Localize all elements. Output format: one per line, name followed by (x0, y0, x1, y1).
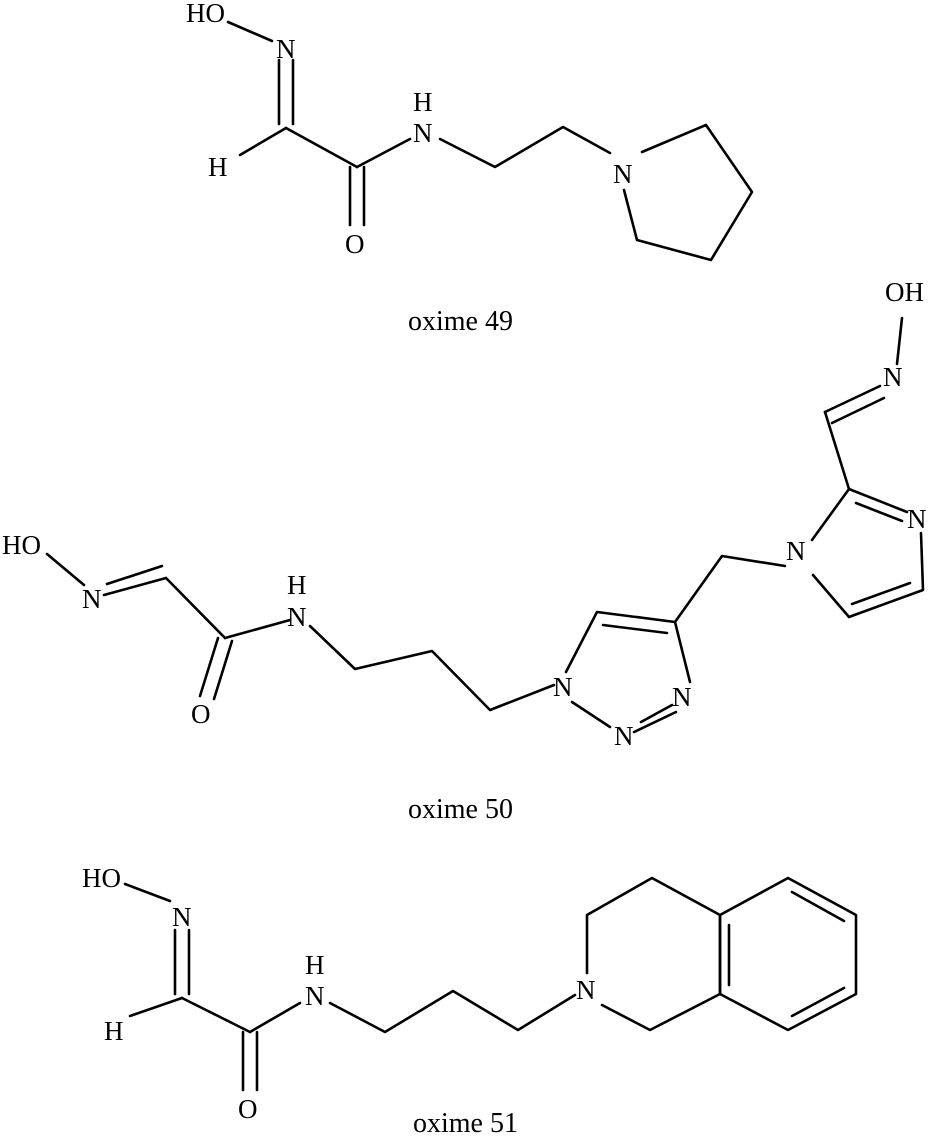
benzene-ring (718, 876, 858, 1032)
atom-n-oxime2: N (883, 362, 903, 392)
caption-oxime-51: oxime 51 (413, 1108, 518, 1137)
bond-o-n-oxime (226, 20, 274, 43)
bond-c-carbonyl (164, 576, 227, 640)
atom-o-carbonyl: O (238, 1094, 258, 1124)
atom-ho: HO (2, 530, 41, 560)
caption-oxime-50: oxime 50 (408, 794, 513, 825)
atom-n-amide: N (287, 602, 307, 632)
triazole-ring (564, 610, 692, 684)
bond-ch-n-oxime2-2 (830, 396, 886, 425)
structure-oxime-50: HO N H N O N N N N N OH N oxime 50 (2, 277, 927, 825)
bond-c-nh (248, 1001, 302, 1034)
saturated-ring (585, 876, 722, 1032)
atom-n2-triazole: N (614, 721, 634, 751)
bond-chain (328, 989, 577, 1034)
atom-ho: HO (186, 0, 225, 28)
atom-h-ch: H (104, 1016, 124, 1046)
atom-n-amide: N (305, 981, 325, 1011)
bond-c-nh (223, 618, 292, 640)
triazole-n1-n2 (570, 700, 612, 729)
atom-o-carbonyl: O (345, 229, 365, 259)
atom-h-ch: H (208, 152, 228, 182)
bond-c-carbonyl (180, 996, 252, 1034)
caption-oxime-49: oxime 49 (408, 306, 513, 337)
atom-n-oxime: N (276, 34, 296, 64)
imidazole-double-2 (850, 581, 912, 606)
benzene-double-3 (790, 986, 846, 1018)
triazole-n2-n3 (632, 710, 678, 734)
atom-n3-imidazole: N (907, 504, 927, 534)
atom-ho: HO (82, 863, 121, 893)
imidazole-ring (810, 487, 909, 542)
structure-oxime-49: HO N H H N O N oxime 49 (186, 0, 754, 337)
atom-n1-triazole: N (553, 672, 573, 702)
bond-o-n-oxime (123, 882, 172, 903)
bond-n-c-oxime-1 (102, 576, 168, 597)
bond-c-nh (355, 137, 412, 169)
bond-chain (308, 624, 556, 712)
imidazole-ring-2 (811, 531, 925, 619)
atom-n-ring: N (576, 975, 596, 1005)
imidazole-double-1 (854, 501, 904, 523)
bond-chain (438, 125, 612, 169)
bond-c-carbonyl (284, 126, 359, 169)
atom-n3-triazole: N (672, 682, 692, 712)
bond-n-c-oxime-2 (105, 564, 164, 586)
atom-n-amide: N (413, 118, 433, 148)
triazole-double-1 (601, 623, 669, 635)
bond-n-oh-oxime2 (895, 316, 904, 366)
bond-carbonyl-1 (198, 636, 220, 698)
atom-h-amide: H (287, 570, 307, 600)
atom-n-ring: N (613, 159, 633, 189)
bond-o-n-oxime (45, 552, 86, 587)
atom-h-amide: H (305, 950, 325, 980)
pyrrolidine-ring (622, 123, 754, 262)
bond-ch-h (128, 996, 184, 1018)
atom-n-oxime: N (172, 902, 192, 932)
bond-ring-ch (823, 410, 851, 491)
structure-oxime-51: HO N H H N O N oxime 51 (82, 863, 858, 1139)
atom-h-amide: H (413, 87, 433, 117)
atom-oh-oxime2: OH (885, 277, 924, 307)
atom-o-carbonyl: O (191, 699, 211, 729)
bond-ch-n-oxime2-1 (823, 384, 882, 414)
atom-n-oxime: N (82, 584, 102, 614)
bond-ch-h (238, 126, 288, 157)
bond-carbonyl-2 (212, 639, 234, 701)
atom-n1-imidazole: N (786, 536, 806, 566)
triazole-double-2 (639, 703, 674, 724)
bond-ch2-link (673, 554, 787, 624)
benzene-double-2 (790, 890, 846, 923)
